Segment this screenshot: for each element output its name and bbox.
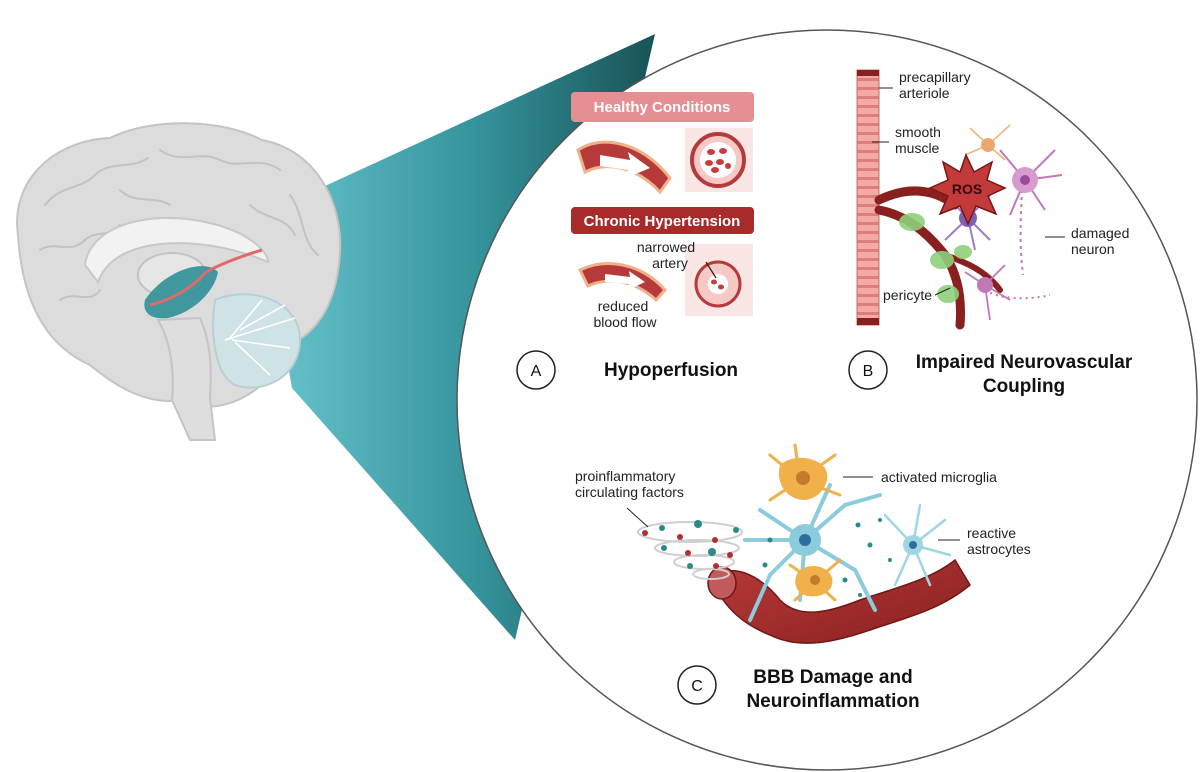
inflammatory-particles xyxy=(762,518,892,597)
panel-b-letter-circle xyxy=(848,350,888,390)
panel-a-letter-circle xyxy=(516,350,556,390)
circulating-factors-swirl xyxy=(637,521,743,580)
label-reactive: reactive xyxy=(967,525,1016,541)
label-astrocytes: astrocytes xyxy=(967,541,1031,557)
hypertensive-vessel xyxy=(577,262,668,303)
panel-c-letter: C xyxy=(691,678,703,695)
pericytes xyxy=(899,213,972,303)
healthy-vessel xyxy=(576,140,672,195)
healthy-banner xyxy=(571,92,754,122)
label-muscle: muscle xyxy=(895,140,940,156)
astrocyte-right xyxy=(883,503,952,587)
panel-b: ROS precapillary arteriole smooth muscle… xyxy=(848,69,1133,397)
damaged-neuron xyxy=(984,149,1063,300)
hypertension-banner xyxy=(571,207,754,234)
label-narrowed: narrowed xyxy=(637,239,695,255)
label-smooth: smooth xyxy=(895,124,941,140)
label-damaged: damaged xyxy=(1071,225,1129,241)
circulating-factor-dots xyxy=(642,520,739,569)
panel-c-title-line1: BBB Damage and xyxy=(753,667,912,688)
panel-c-letter-circle xyxy=(677,665,717,705)
panel-a: Healthy Conditions Chronic Hypertension xyxy=(516,92,754,390)
ros-burst xyxy=(928,153,1007,226)
label-blood-flow: blood flow xyxy=(593,314,657,330)
panel-a-title: Hypoperfusion xyxy=(604,360,738,381)
label-arteriole: arteriole xyxy=(899,85,950,101)
panel-b-title-line1: Impaired Neurovascular xyxy=(916,352,1133,373)
blood-vessel-c xyxy=(711,558,971,644)
label-circulating-factors: circulating factors xyxy=(575,484,684,500)
label-activated-microglia: activated microglia xyxy=(881,469,997,485)
panel-b-letter: B xyxy=(863,363,874,380)
healthy-banner-label: Healthy Conditions xyxy=(594,99,731,116)
panel-b-title-line2: Coupling xyxy=(983,376,1065,397)
label-reduced: reduced xyxy=(598,298,649,314)
label-precapillary: precapillary xyxy=(899,69,971,85)
panel-c-title-line2: Neuroinflammation xyxy=(746,691,919,712)
narrowed-artery-cross-section xyxy=(694,260,742,308)
label-pericyte: pericyte xyxy=(883,287,932,303)
panel-c: proinflammatory circulating factors acti… xyxy=(575,443,1031,712)
label-proinflammatory: proinflammatory xyxy=(575,468,675,484)
magnified-circle xyxy=(456,29,1198,771)
panel-a-letter: A xyxy=(531,363,542,380)
brain-illustration xyxy=(16,122,342,441)
hypertension-banner-label: Chronic Hypertension xyxy=(584,213,741,230)
ros-label: ROS xyxy=(952,181,982,197)
purple-neuron-lower xyxy=(964,264,1011,321)
neuron-small xyxy=(964,124,1011,161)
label-neuron: neuron xyxy=(1071,241,1115,257)
healthy-artery-cross-section xyxy=(690,132,746,188)
label-artery: artery xyxy=(652,255,688,271)
